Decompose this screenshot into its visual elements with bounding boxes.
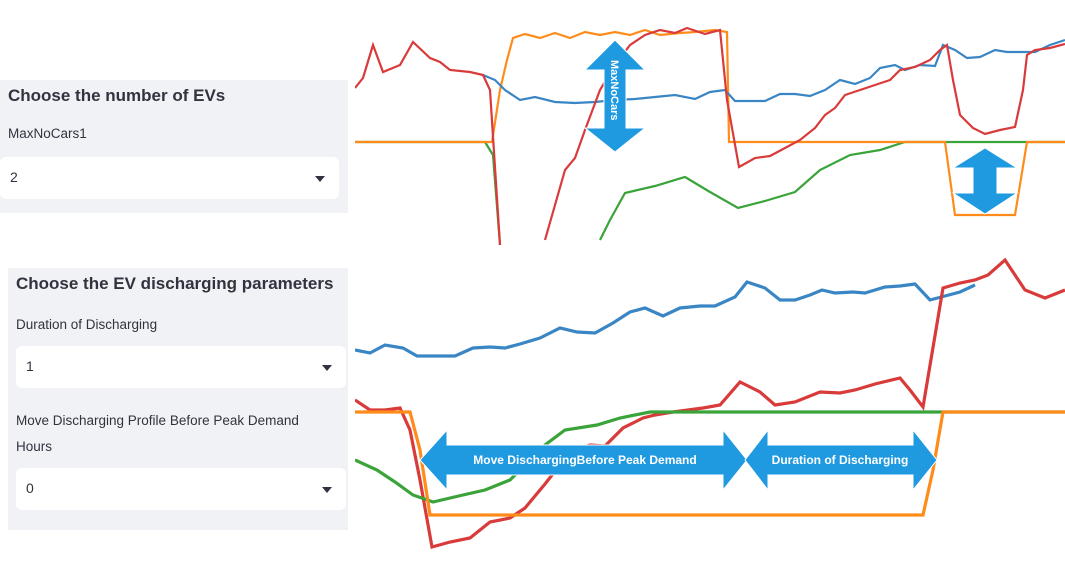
top-red-line bbox=[355, 40, 502, 245]
duration-annotation: Duration of Discharging bbox=[772, 453, 909, 467]
top-blue-line bbox=[482, 38, 1065, 105]
duration-value: 1 bbox=[26, 358, 34, 374]
duration-select[interactable]: 1 bbox=[16, 346, 346, 388]
move-discharge-label-line2: Hours bbox=[16, 439, 53, 454]
small-double-arrow bbox=[951, 147, 1019, 215]
max-no-cars-annotation: MaxNoCars bbox=[608, 60, 620, 121]
move-discharge-label-line1: Move Discharging Profile Before Peak Dem… bbox=[16, 413, 299, 428]
top-green-line bbox=[355, 140, 502, 245]
bottom-chart: Move DischargingBefore Peak Demand Durat… bbox=[355, 257, 1065, 550]
move-discharge-label: Move Discharging Profile Before Peak Dem… bbox=[16, 408, 299, 460]
bottom-orange-line bbox=[355, 410, 1065, 517]
chevron-down-icon bbox=[322, 487, 332, 493]
move-discharge-annotation: Move DischargingBefore Peak Demand bbox=[473, 453, 696, 467]
bottom-blue-line bbox=[355, 280, 976, 358]
max-no-cars-arrow bbox=[583, 39, 647, 153]
bottom-red-line bbox=[355, 257, 1065, 550]
evs-panel-title: Choose the number of EVs bbox=[8, 86, 226, 105]
duration-label: Duration of Discharging bbox=[16, 317, 158, 332]
move-discharge-select[interactable]: 0 bbox=[16, 468, 346, 510]
move-discharge-value: 0 bbox=[26, 480, 34, 496]
discharge-panel-title: Choose the EV discharging parameters bbox=[16, 274, 334, 293]
max-no-cars-label: MaxNoCars1 bbox=[8, 126, 87, 141]
chevron-down-icon bbox=[315, 176, 325, 182]
top-orange-line bbox=[355, 28, 1065, 217]
duration-arrow bbox=[744, 428, 938, 492]
evs-count-panel: Choose the number of EVs MaxNoCars1 2 bbox=[0, 80, 348, 213]
top-chart: MaxNoCars bbox=[355, 26, 1065, 245]
max-no-cars-value: 2 bbox=[10, 169, 18, 185]
max-no-cars-select[interactable]: 2 bbox=[0, 157, 339, 199]
chevron-down-icon bbox=[322, 365, 332, 371]
discharge-params-panel: Choose the EV discharging parameters Dur… bbox=[8, 268, 348, 530]
top-green-line-2 bbox=[599, 140, 1065, 241]
top-red-line-2 bbox=[543, 26, 1065, 241]
